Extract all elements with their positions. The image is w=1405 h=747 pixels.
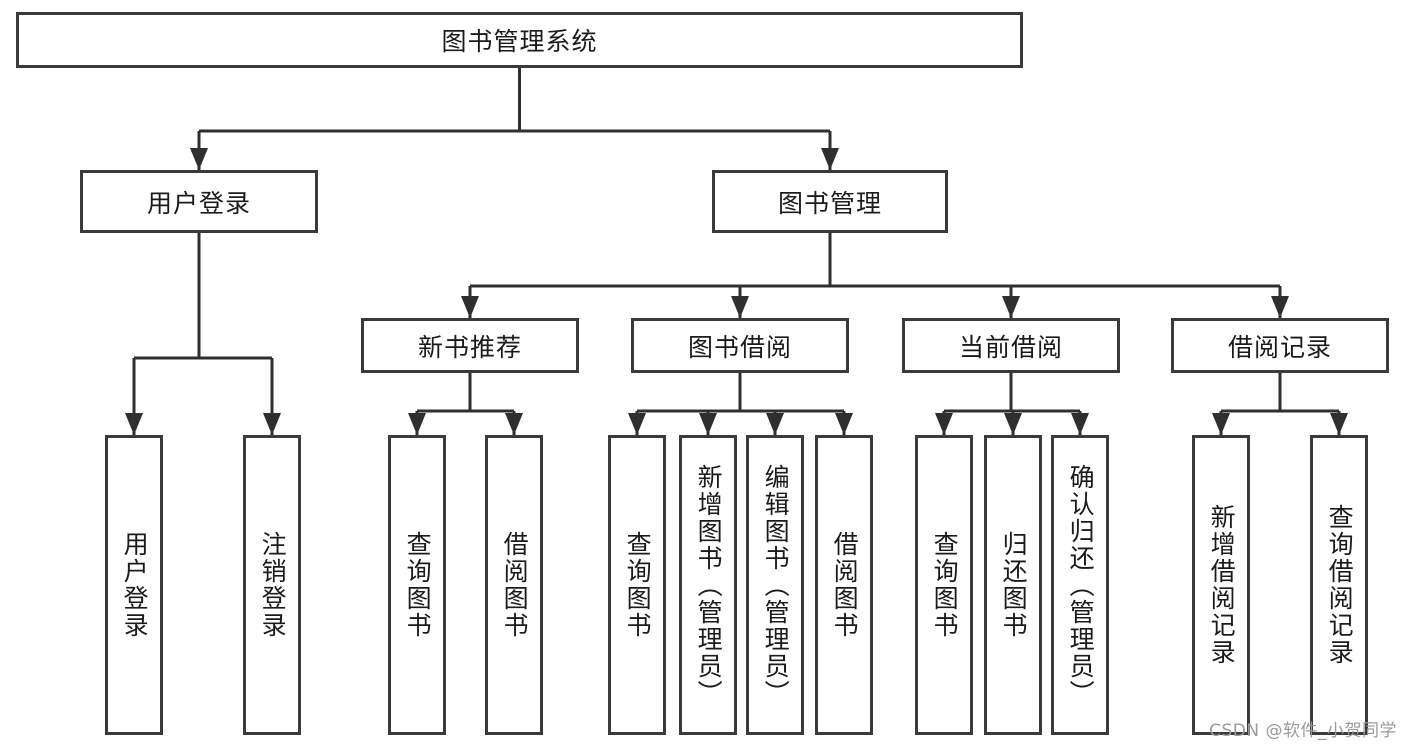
node-label: 用户登录 (146, 188, 251, 218)
arrowhead-icon (821, 148, 839, 170)
node-bookmgmt[interactable]: 图书管理 (712, 170, 948, 233)
arrowhead-icon (731, 296, 749, 318)
node-records[interactable]: 借阅记录 (1171, 318, 1389, 373)
node-label: 确认归还（管理员） (1066, 463, 1096, 707)
arrowhead-icon (190, 148, 208, 170)
node-label: 新书推荐 (417, 332, 522, 362)
arrowhead-icon (1002, 296, 1020, 318)
arrowhead-icon (505, 413, 523, 435)
node-leaf-login-2[interactable]: 注销登录 (243, 435, 301, 735)
watermark-label: CSDN @软件_小贺同学 (1209, 721, 1397, 741)
node-label: 当前借阅 (958, 332, 1063, 362)
arrowhead-icon (1212, 413, 1230, 435)
arrowhead-icon (835, 413, 853, 435)
node-leaf-login-1[interactable]: 用户登录 (105, 435, 163, 735)
node-leaf-cur-2[interactable]: 归还图书 (984, 435, 1042, 735)
node-label: 编辑图书（管理员） (761, 463, 791, 707)
node-label: 新增借阅记录 (1207, 504, 1237, 666)
arrowhead-icon (1330, 413, 1348, 435)
node-borrow[interactable]: 图书借阅 (631, 318, 849, 373)
node-label: 图书管理系统 (441, 27, 598, 56)
node-label: 图书借阅 (687, 332, 792, 362)
arrowhead-icon (461, 296, 479, 318)
node-label: 查询图书 (623, 531, 653, 639)
node-leaf-cur-3[interactable]: 确认归还（管理员） (1051, 435, 1109, 735)
node-leaf-new-2[interactable]: 借阅图书 (485, 435, 543, 735)
node-leaf-cur-1[interactable]: 查询图书 (915, 435, 973, 735)
arrowhead-icon (628, 413, 646, 435)
node-leaf-borrow-1[interactable]: 查询图书 (608, 435, 666, 735)
node-leaf-borrow-3[interactable]: 编辑图书（管理员） (746, 435, 804, 735)
node-label: 注销登录 (258, 531, 288, 639)
node-label: 查询图书 (930, 531, 960, 639)
node-label: 图书管理 (777, 188, 882, 218)
node-label: 查询图书 (403, 531, 433, 639)
node-newbook[interactable]: 新书推荐 (361, 318, 579, 373)
node-leaf-new-1[interactable]: 查询图书 (388, 435, 446, 735)
arrowhead-icon (263, 413, 281, 435)
arrowhead-icon (766, 413, 784, 435)
node-label: 借阅图书 (830, 531, 860, 639)
node-label: 借阅图书 (500, 531, 530, 639)
arrowhead-icon (935, 413, 953, 435)
node-root[interactable]: 图书管理系统 (16, 12, 1023, 68)
node-current[interactable]: 当前借阅 (902, 318, 1120, 373)
node-label: 借阅记录 (1227, 332, 1332, 362)
node-leaf-borrow-4[interactable]: 借阅图书 (815, 435, 873, 735)
node-leaf-rec-1[interactable]: 新增借阅记录 (1192, 435, 1250, 735)
node-leaf-borrow-2[interactable]: 新增图书（管理员） (679, 435, 737, 735)
arrowhead-icon (699, 413, 717, 435)
arrowhead-icon (1004, 413, 1022, 435)
arrowhead-icon (1071, 413, 1089, 435)
arrowhead-icon (125, 413, 143, 435)
arrowhead-icon (1271, 296, 1289, 318)
node-label: 查询借阅记录 (1325, 504, 1355, 666)
arrowhead-icon (408, 413, 426, 435)
node-login[interactable]: 用户登录 (80, 170, 318, 233)
node-label: 新增图书（管理员） (694, 463, 724, 707)
node-label: 用户登录 (120, 531, 150, 639)
node-leaf-rec-2[interactable]: 查询借阅记录 (1310, 435, 1368, 735)
node-label: 归还图书 (999, 531, 1029, 639)
